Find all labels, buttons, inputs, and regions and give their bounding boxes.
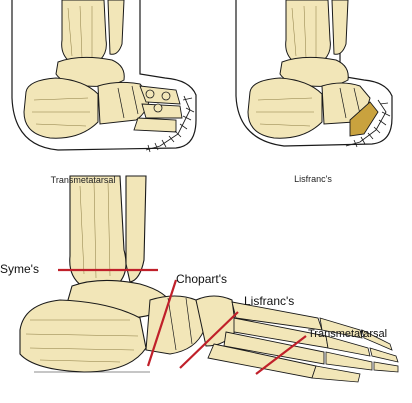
transmetatarsal-calcaneus — [24, 78, 98, 138]
symes-label: Syme's — [0, 262, 39, 276]
full-foot-fibula — [126, 176, 146, 282]
choparts-label: Chopart's — [176, 272, 227, 286]
transmetatarsal-label: Transmetatarsal — [308, 328, 387, 340]
lisfranc-caption: Lisfranc's — [278, 174, 348, 184]
lisfranc-panel — [236, 0, 392, 147]
lisfranc-calcaneus — [248, 78, 322, 138]
lisfrancs-label: Lisfranc's — [244, 294, 294, 308]
transmetatarsal-fibula — [108, 0, 124, 54]
transmetatarsal-tibia — [62, 0, 107, 62]
lisfranc-fibula — [332, 0, 348, 54]
transmetatarsal-caption: Transmetatarsal — [28, 175, 138, 185]
lisfranc-tibia — [286, 0, 331, 62]
transmetatarsal-panel — [12, 0, 196, 152]
